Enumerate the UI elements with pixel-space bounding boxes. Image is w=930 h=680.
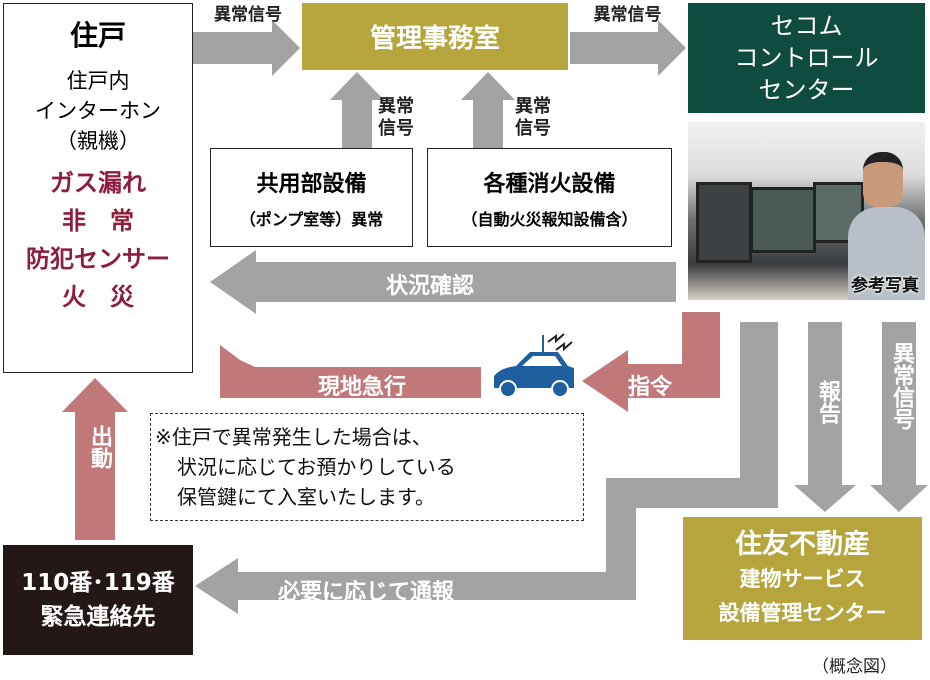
common-equipment-sub: （ポンプ室等）異常 (239, 209, 384, 229)
photo-caption: 参考写真 (851, 276, 919, 296)
emergency-line: 緊急連絡先 (40, 604, 156, 630)
label-dispatch-order: 指令 (628, 375, 673, 400)
sumitomo-line: 住友不動産 (735, 528, 870, 560)
patrol-car-icon (494, 333, 574, 398)
alert-fire: 火 災 (62, 283, 134, 311)
operator-body (848, 207, 925, 300)
label-abnormal-signal: 異常信号 (214, 5, 282, 25)
note-line: 保管鍵にて入室いたします。 (177, 485, 435, 509)
emergency-contact-box: 110番･119番 緊急連絡先 (3, 545, 193, 655)
label-abnormal-signal: 異常信号 (378, 96, 414, 140)
label-line: 異常 (515, 96, 551, 117)
monitor-graphic (750, 187, 816, 253)
residence-title: 住戸 (69, 19, 126, 52)
arrow-common-equipment-up (330, 72, 384, 148)
arrow-dispatch-up (62, 378, 128, 540)
diagram-caption: （概念図） (812, 657, 897, 677)
secom-line: セコム (770, 12, 843, 40)
label-line: 信号 (378, 118, 414, 139)
label-line: 異常 (378, 96, 414, 117)
label-abnormal-signal-vertical: 異常信号 (889, 342, 914, 430)
fire-equipment-box: 各種消火設備 （自動火災報知設備含） (427, 148, 672, 247)
secom-control-center-box: セコム コントロール センター (688, 3, 925, 113)
emergency-line: 110番･119番 (21, 570, 175, 596)
note-line: 状況に応じてお預かりしている (177, 455, 456, 479)
fire-equipment-title: 各種消火設備 (483, 171, 616, 197)
common-equipment-box: 共用部設備 （ポンプ室等）異常 (210, 148, 413, 247)
intercom-line: 住戸内 (66, 69, 130, 93)
alert-security-sensor: 防犯センサー (26, 245, 170, 273)
label-status-check: 状況確認 (386, 274, 475, 299)
arrow-rush-to-site (220, 345, 481, 398)
label-rush-to-site: 現地急行 (318, 375, 407, 400)
label-abnormal-signal: 異常信号 (515, 96, 551, 140)
arrow-status-check (210, 250, 676, 314)
fire-equipment-sub: （自動火災報知設備含） (461, 209, 638, 229)
arrow-fire-equipment-up (461, 72, 515, 148)
sumitomo-box: 住友不動産 建物サービス 設備管理センター (683, 517, 922, 640)
monitor-graphic (696, 182, 752, 263)
management-office-label: 管理事務室 (369, 24, 500, 54)
sumitomo-line: 設備管理センター (718, 600, 887, 625)
label-dispatch: 出動 (87, 425, 112, 469)
arrow-abnormal-signal-down (870, 322, 928, 512)
arrow-notify (195, 322, 778, 614)
management-office-box: 管理事務室 (302, 3, 568, 70)
sumitomo-line: 建物サービス (739, 566, 866, 591)
note-line: ※住戸で異常発生した場合は、 (155, 425, 432, 449)
secom-line: センター (758, 76, 855, 104)
residence-box: 住戸 住戸内 インターホン （親機） ガス漏れ 非 常 防犯センサー 火 災 (3, 3, 193, 373)
operator-head (863, 152, 903, 207)
alert-emergency: 非 常 (62, 207, 134, 235)
arrow-dispatch-order (582, 312, 720, 412)
common-equipment-title: 共用部設備 (256, 171, 367, 197)
intercom-line: （親機） (56, 129, 140, 153)
control-center-photo: 参考写真 (688, 122, 925, 300)
arrow-report (794, 322, 856, 512)
label-abnormal-signal: 異常信号 (593, 5, 662, 25)
label-line: 信号 (515, 118, 551, 139)
alert-gas-leak: ガス漏れ (50, 169, 146, 197)
arrow-office-to-secom (570, 20, 686, 76)
intercom-line: インターホン (35, 99, 161, 123)
label-report: 報告 (815, 380, 840, 424)
secom-line: コントロール (734, 44, 879, 72)
note-box: ※住戸で異常発生した場合は、 状況に応じてお預かりしている 保管鍵にて入室いたし… (150, 413, 584, 521)
arrow-residence-to-office (193, 20, 300, 76)
label-notify: 必要に応じて通報 (278, 580, 455, 605)
